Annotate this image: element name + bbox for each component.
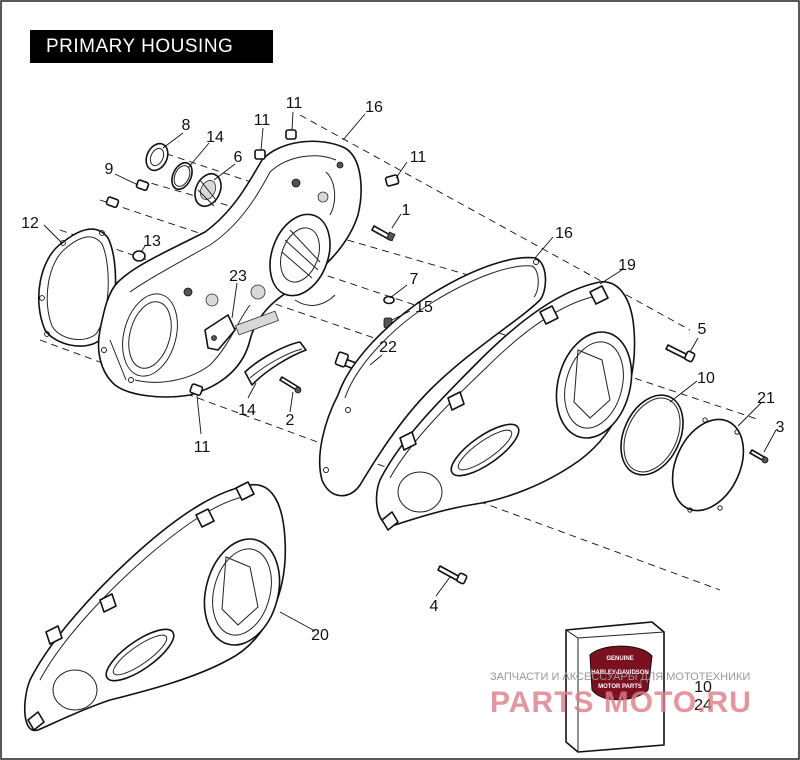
callout-19: 19 — [618, 257, 636, 274]
part-7-washer — [383, 295, 395, 305]
watermark: ЗАПЧАСТИ И АКСЕССУАРЫ ДЛЯ МОТОТЕХНИКИ PA… — [490, 671, 752, 719]
part-2-screw — [279, 376, 302, 394]
part-9-dowels — [105, 179, 150, 209]
part-19-outer-cover — [375, 281, 636, 531]
callout-12: 12 — [21, 215, 39, 232]
callout-4: 4 — [430, 598, 439, 615]
part-12-gasket — [38, 228, 117, 347]
part-13-plug — [132, 250, 146, 262]
part-21-derby-gasket — [671, 417, 745, 513]
badge-bottom-text: MOTOR PARTS — [598, 684, 642, 690]
part-17-retaining-ring — [171, 161, 193, 191]
page-title: PRIMARY HOUSING — [30, 30, 273, 63]
callout-20: 20 — [311, 627, 329, 644]
part-5-bolt — [665, 344, 696, 363]
part-1-screw — [371, 225, 396, 242]
callout-3: 3 — [776, 419, 785, 436]
genuine-badge-icon — [589, 645, 653, 701]
callout-18: 16 — [365, 99, 383, 116]
callout-10: 10 — [697, 370, 715, 387]
callout-11-right: 11 — [410, 149, 427, 166]
callout-11-bottom: 11 — [194, 439, 211, 456]
kit-box: GENUINE HARLEY-DAVIDSON MOTOR PARTS 10 2… — [565, 621, 712, 753]
callout-7: 7 — [410, 271, 419, 288]
callout-14: 14 — [238, 402, 256, 419]
callout-9: 9 — [105, 161, 114, 178]
callout-21: 21 — [757, 390, 775, 407]
callout-11-left: 11 — [254, 112, 271, 129]
part-16-gasket — [318, 256, 547, 497]
callout-16: 16 — [555, 225, 573, 242]
callout-17: 14 — [206, 129, 224, 146]
badge-top-text: GENUINE — [606, 656, 633, 662]
kit-label-24: 24 — [694, 697, 712, 714]
callout-15: 15 — [415, 299, 433, 316]
part-3-screw — [749, 449, 769, 464]
part-23-bracket — [204, 314, 236, 351]
callout-6: 6 — [234, 149, 243, 166]
callout-1: 1 — [402, 202, 411, 219]
callout-2: 2 — [286, 412, 295, 429]
callout-5: 5 — [698, 321, 707, 338]
callout-8: 8 — [182, 117, 191, 134]
part-14-chain-tensioner — [244, 341, 307, 386]
part-11-dowels — [189, 129, 400, 396]
part-8-seal — [145, 142, 169, 172]
callout-labels: 8 14 6 9 11 11 11 16 12 13 1 23 14 2 11 … — [21, 95, 784, 644]
part-10-o-ring — [620, 394, 684, 476]
leader-lines — [43, 111, 777, 632]
part-4-bolt — [437, 565, 468, 585]
watermark-caption: ЗАПЧАСТИ И АКСЕССУАРЫ ДЛЯ МОТОТЕХНИКИ — [490, 671, 750, 683]
callout-11-top: 11 — [286, 95, 303, 112]
callout-22: 22 — [379, 339, 397, 356]
page-title-text: PRIMARY HOUSING — [46, 35, 234, 57]
part-20-outer-cover — [23, 481, 287, 732]
badge-mid-text: HARLEY-DAVIDSON — [591, 670, 649, 676]
callout-13: 13 — [143, 233, 161, 250]
callout-23: 23 — [229, 268, 247, 285]
kit-label-10: 10 — [694, 679, 712, 696]
part-18-inner-housing — [97, 140, 362, 398]
part-6-bearing — [194, 172, 222, 208]
watermark-brand: PARTS MOTO.RU — [490, 686, 752, 719]
